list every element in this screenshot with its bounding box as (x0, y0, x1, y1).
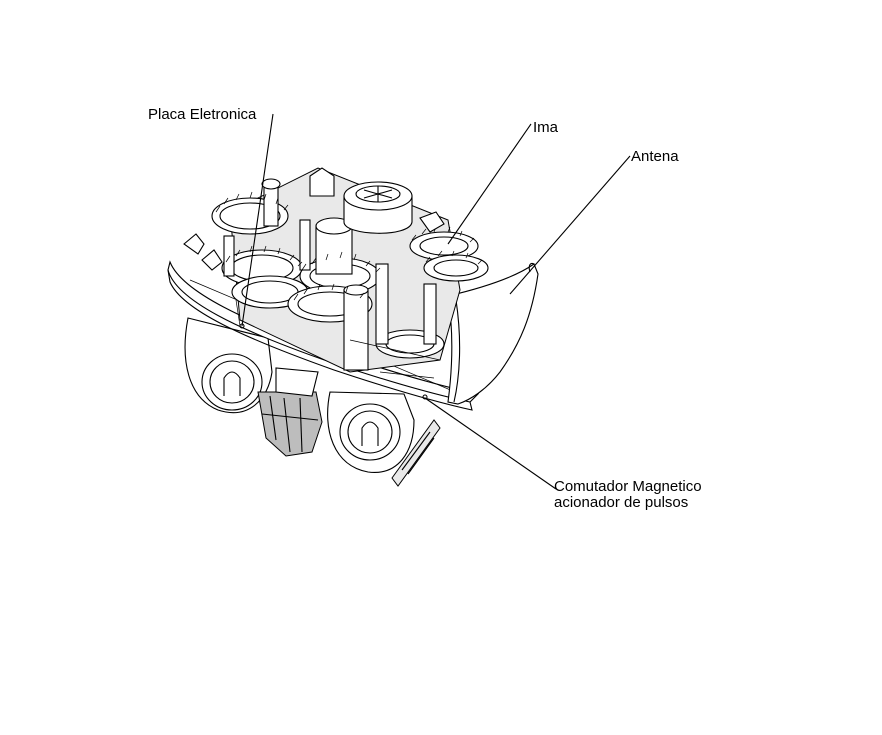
antenna-strip (447, 262, 539, 405)
leader-placa (241, 113, 274, 327)
label-antena: Antena (631, 148, 679, 165)
label-comutador-line1: Comutador Magnetico (554, 478, 702, 495)
leader-comutador (424, 397, 557, 490)
label-ima: Ima (533, 119, 559, 136)
leader-antena (509, 155, 631, 295)
magnet-drum (343, 181, 413, 234)
leader-ima (447, 123, 532, 245)
label-placa-eletronica: Placa Eletronica (148, 106, 257, 123)
gear-teeth (215, 191, 483, 301)
label-comutador-line2: acionador de pulsos (554, 494, 688, 511)
leader-lines (241, 113, 631, 490)
gear-train (183, 167, 489, 379)
shafts (223, 178, 437, 345)
lower-housing (184, 317, 441, 487)
callout-labels: Placa Eletronica Ima Antena Comutador Ma… (148, 106, 702, 511)
